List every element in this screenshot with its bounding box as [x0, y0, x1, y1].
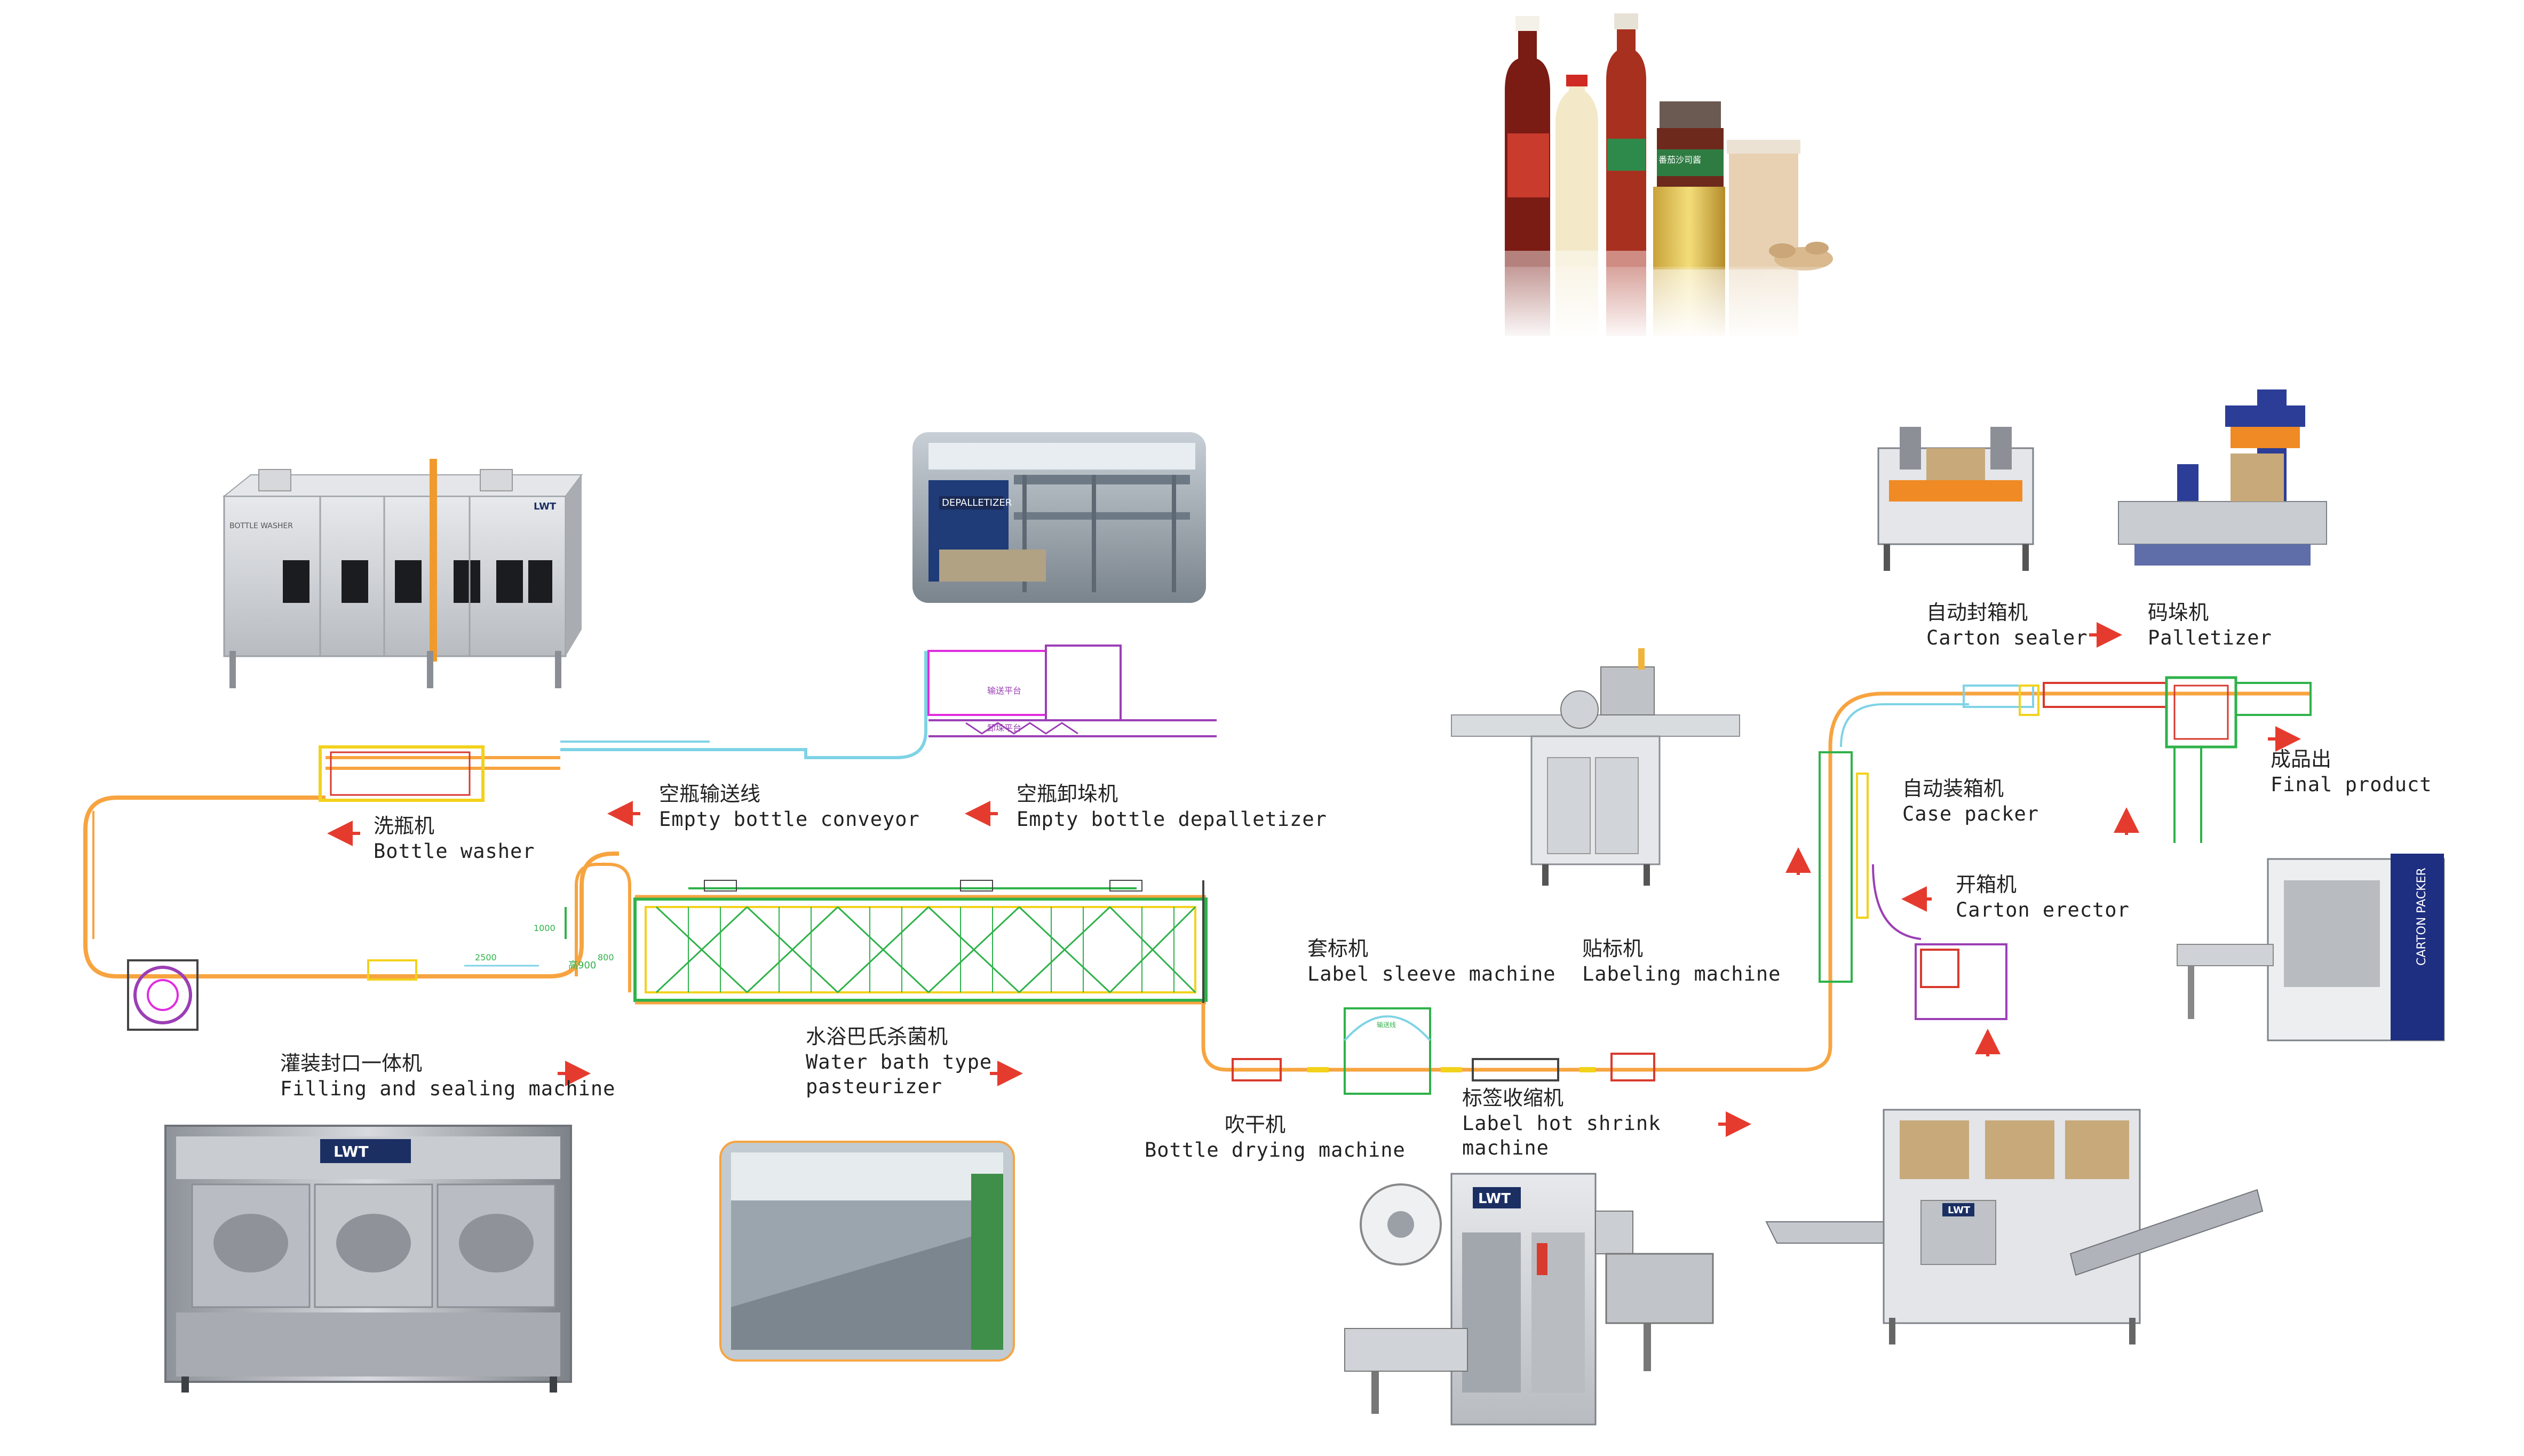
label-sleeve-en: Label sleeve machine: [1307, 962, 1556, 985]
brand-mark-filler: LWT: [334, 1143, 369, 1160]
carton-sealer-cn: 自动封箱机: [1926, 601, 2028, 624]
pasteurizer-cn: 水浴巴氏杀菌机: [806, 1025, 948, 1048]
dim-width: 2500: [475, 952, 497, 962]
label-shrink-cn: 标签收缩机: [1462, 1086, 1564, 1110]
labeling-en: Labeling machine: [1582, 962, 1781, 985]
pasteurizer-en: Water bath type pasteurizer: [806, 1050, 993, 1098]
brand-mark-erector: LWT: [1948, 1205, 1971, 1216]
bottle-washer-photo: [223, 459, 583, 688]
case-packer-cn: 自动装箱机: [1902, 777, 2004, 800]
product-photo: [1478, 11, 1846, 341]
palletizer-photo: [2118, 389, 2327, 566]
label-carton-sealer: 自动封箱机 Carton sealer: [1926, 600, 2088, 650]
carton-erector-photo: [1765, 1109, 2264, 1344]
washer-panel-text: BOTTLE WASHER: [229, 522, 293, 530]
carton-packer-photo: [2177, 854, 2445, 1041]
label-label-sleeve: 套标机 Label sleeve machine: [1307, 936, 1556, 986]
palletizer-en: Palletizer: [2148, 626, 2272, 649]
pasteurizer-photo: [719, 1141, 1015, 1362]
bottle-washer-en: Bottle washer: [374, 839, 535, 863]
depal-platform-note-2: 卸垛平台: [987, 723, 1021, 733]
empty-bottle-conveyor-en: Empty bottle conveyor: [659, 807, 920, 831]
bottle-washer-cn: 洗瓶机: [374, 814, 435, 838]
label-final-product: 成品出 Final product: [2271, 747, 2432, 797]
brand-mark-sleeve: LWT: [1478, 1191, 1511, 1207]
label-pasteurizer: 水浴巴氏杀菌机 Water bath type pasteurizer: [806, 1024, 1035, 1099]
labeling-cn: 贴标机: [1582, 937, 1644, 960]
depalletizer-photo: [912, 432, 1206, 603]
bottle-drying-cn: 吹干机: [1225, 1113, 1286, 1136]
label-label-shrink: 标签收缩机 Label hot shrink machine: [1462, 1086, 1676, 1160]
label-sleeve-cn: 套标机: [1307, 937, 1369, 960]
case-packer-en: Case packer: [1902, 802, 2039, 825]
carton-erector-en: Carton erector: [1956, 898, 2130, 921]
empty-bottle-conveyor-cn: 空瓶输送线: [659, 782, 761, 806]
labeling-machine-photo: [1451, 648, 1740, 886]
final-product-en: Final product: [2271, 773, 2432, 796]
label-labeling: 贴标机 Labeling machine: [1582, 936, 1781, 986]
final-product-cn: 成品出: [2271, 747, 2332, 771]
label-empty-bottle-conveyor: 空瓶输送线 Empty bottle conveyor: [659, 782, 920, 832]
carton-packer-panel: CARTON PACKER: [2415, 868, 2428, 966]
label-filling-sealing: 灌装封口一体机 Filling and sealing machine: [280, 1051, 615, 1101]
dim-height: 1000: [534, 923, 555, 933]
empty-bottle-depalletizer-en: Empty bottle depalletizer: [1017, 807, 1327, 831]
dim-depth: 800: [598, 952, 614, 962]
label-bottle-washer: 洗瓶机 Bottle washer: [374, 814, 535, 864]
carton-erector-cn: 开箱机: [1956, 873, 2017, 896]
filling-machine-photo: [164, 1125, 572, 1393]
label-palletizer: 码垛机 Palletizer: [2148, 600, 2272, 650]
jar-label: 番茄沙司酱: [1658, 155, 1701, 165]
brand-mark-washer: LWT: [534, 501, 557, 512]
empty-bottle-depalletizer-cn: 空瓶卸垛机: [1017, 782, 1118, 806]
label-empty-bottle-depalletizer: 空瓶卸垛机 Empty bottle depalletizer: [1017, 782, 1327, 832]
conveyor-tag: 输送线: [1377, 1021, 1396, 1029]
label-carton-erector: 开箱机 Carton erector: [1956, 872, 2130, 922]
bottle-drying-en: Bottle drying machine: [1145, 1138, 1406, 1161]
depalletizer-sign: DEPALLETIZER: [942, 497, 1012, 508]
filling-sealing-en: Filling and sealing machine: [280, 1077, 616, 1100]
drawing-annotations: 输送平台 卸垛平台 2500 1000 高900 800 输送线 BOTTLE …: [229, 155, 2428, 1216]
depal-platform-note: 输送平台: [987, 686, 1021, 696]
carton-sealer-photo: [1877, 427, 2034, 571]
palletizer-cn: 码垛机: [2148, 601, 2209, 624]
flow-arrows: [327, 622, 2301, 1137]
sleeve-shrink-photo: [1344, 1173, 1714, 1426]
layout-drawing: [83, 645, 2312, 1095]
label-bottle-drying: 吹干机 Bottle drying machine: [1145, 1112, 1406, 1163]
dim-height-label: 高900: [568, 960, 596, 971]
carton-sealer-en: Carton sealer: [1926, 626, 2088, 649]
filling-sealing-cn: 灌装封口一体机: [280, 1052, 423, 1075]
label-case-packer: 自动装箱机 Case packer: [1902, 776, 2039, 826]
label-shrink-en: Label hot shrink machine: [1462, 1111, 1661, 1159]
